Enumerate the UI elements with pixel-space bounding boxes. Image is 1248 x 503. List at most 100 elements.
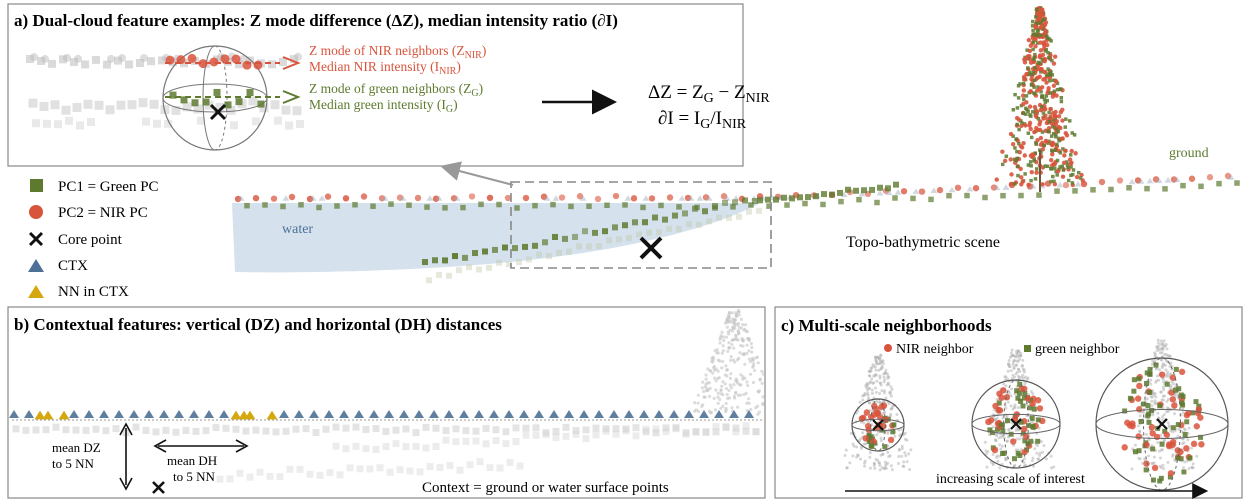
legend-symbol-core-point [28, 231, 44, 247]
point [489, 410, 499, 418]
point [1024, 94, 1029, 98]
point [612, 224, 618, 231]
point [1053, 109, 1058, 115]
point [406, 467, 414, 475]
point [1069, 148, 1074, 154]
point [1068, 153, 1073, 157]
legend-symbol-green-pc [30, 179, 43, 192]
sphere-equator [971, 413, 1061, 435]
point [132, 423, 140, 431]
point [266, 472, 274, 480]
point [1138, 414, 1142, 418]
point [991, 463, 995, 467]
point [1050, 73, 1055, 77]
point [991, 453, 995, 457]
point [412, 442, 420, 450]
point [886, 450, 890, 454]
point [880, 412, 884, 416]
point [1014, 429, 1018, 433]
point [742, 392, 746, 397]
point [1017, 453, 1023, 459]
point [279, 410, 289, 418]
point [594, 410, 604, 418]
point [797, 194, 803, 201]
point [332, 423, 340, 431]
point [632, 424, 640, 432]
point [1162, 428, 1168, 434]
point [1167, 470, 1175, 477]
point [868, 466, 872, 470]
point [858, 400, 862, 404]
point [1021, 385, 1028, 392]
point [226, 105, 236, 115]
point [739, 383, 743, 387]
point [268, 60, 276, 69]
point [752, 368, 757, 372]
point [878, 392, 882, 396]
point [1058, 151, 1063, 155]
point [193, 104, 203, 114]
point [1008, 431, 1014, 437]
point [868, 455, 872, 459]
point [352, 201, 358, 208]
point [720, 193, 728, 200]
point [652, 425, 660, 433]
point [869, 443, 875, 449]
point [1153, 433, 1161, 441]
point [1159, 390, 1163, 394]
point [1018, 82, 1022, 86]
point [1183, 412, 1191, 419]
point [442, 427, 450, 435]
point [1032, 159, 1036, 163]
point [869, 186, 875, 193]
point [1056, 129, 1060, 134]
point [1018, 398, 1024, 404]
point [1015, 156, 1020, 161]
point [502, 244, 508, 251]
point [1021, 140, 1026, 146]
point [579, 410, 589, 418]
point [731, 338, 735, 342]
point [703, 395, 707, 399]
green-neighbor-legend-label: green neighbor [1035, 342, 1120, 357]
point [1051, 83, 1057, 88]
point [862, 442, 866, 446]
scene-core-point [639, 236, 663, 260]
point [1144, 185, 1150, 192]
point [174, 410, 184, 418]
point [492, 426, 500, 434]
point [1171, 453, 1175, 457]
point [63, 53, 71, 62]
point [1033, 113, 1038, 118]
point [904, 454, 908, 458]
point [666, 225, 672, 232]
point [1158, 351, 1162, 355]
point [1034, 142, 1039, 146]
point [632, 219, 638, 226]
point [735, 381, 740, 385]
point [158, 56, 166, 65]
point [669, 410, 679, 418]
point [995, 456, 999, 460]
point [1024, 395, 1032, 402]
point [882, 391, 886, 395]
point [482, 440, 490, 448]
point [721, 393, 725, 397]
point [900, 447, 904, 451]
point [362, 425, 370, 433]
point [732, 199, 738, 206]
point [224, 101, 232, 109]
point [1032, 57, 1036, 61]
scale-axis-label: increasing scale of interest [936, 472, 1085, 487]
point [724, 387, 729, 391]
point [993, 184, 1001, 191]
panel-b-ctx-points [9, 410, 754, 420]
point [742, 351, 746, 356]
point [1143, 457, 1147, 461]
point [1070, 181, 1075, 185]
point [1071, 168, 1076, 172]
point [1031, 406, 1037, 412]
point [729, 386, 733, 390]
point [1019, 123, 1024, 129]
point [1157, 368, 1161, 372]
